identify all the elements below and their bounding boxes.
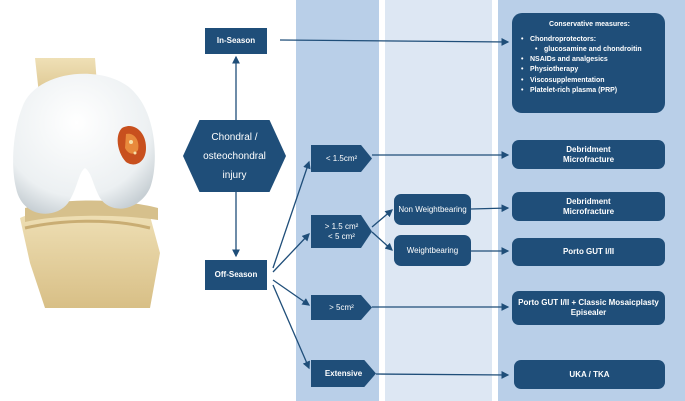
debridement-label: Debridment [566, 144, 611, 154]
size-extensive-label: Extensive [324, 368, 363, 378]
size-large-label: > 5cm² [329, 302, 354, 312]
injury-label-line-2: osteochondral [203, 150, 266, 162]
size-large-node: > 5cm² [311, 295, 372, 320]
conservative-item: Platelet-rich plasma (PRP) [520, 86, 659, 96]
debridement-label: Debridment [566, 196, 611, 206]
off-season-label: Off-Season [214, 270, 258, 279]
conservative-item: Physiotherapy [520, 65, 659, 75]
off-season-node: Off-Season [205, 260, 267, 290]
conservative-item: NSAIDs and analgesics [520, 55, 659, 65]
size-small-node: < 1.5cm² [311, 145, 372, 172]
column-band-size [296, 0, 379, 401]
chondral-injury-node: Chondral / osteochondral injury [183, 120, 286, 192]
porto-gut-label: Porto GUT I/II [562, 247, 615, 256]
weightbearing-node: Weightbearing [394, 235, 471, 266]
conservative-subitem: glucosamine and chondroitin [520, 45, 659, 55]
injury-label-line-1: Chondral / [211, 131, 258, 143]
uka-tka-box: UKA / TKA [514, 360, 665, 389]
non-weightbearing-label: Non Weightbearing [398, 204, 467, 214]
size-medium-label-line-1: > 1.5 cm² [324, 221, 359, 231]
debridement-microfracture-box-1: Debridment Microfracture [512, 140, 665, 169]
injury-label-line-3: injury [222, 169, 247, 181]
size-medium-node: > 1.5 cm² < 5 cm² [311, 215, 372, 248]
in-season-label: In-Season [216, 36, 256, 45]
size-small-label: < 1.5cm² [325, 153, 358, 163]
conservative-item: Chondroprotectors: [520, 35, 659, 45]
porto-gut-box: Porto GUT I/II [512, 238, 665, 266]
non-weightbearing-node: Non Weightbearing [394, 194, 471, 225]
in-season-node: In-Season [205, 28, 267, 54]
microfracture-label: Microfracture [562, 206, 615, 216]
conservative-item: Viscosupplementation [520, 76, 659, 86]
debridement-microfracture-box-2: Debridment Microfracture [512, 192, 665, 221]
size-extensive-node: Extensive [311, 360, 376, 387]
size-medium-label-line-2: < 5 cm² [328, 231, 355, 241]
porto-gut-mosaicplasty-box: Porto GUT I/II + Classic Mosaicplasty Ep… [512, 291, 665, 325]
uka-tka-label: UKA / TKA [569, 369, 610, 379]
conservative-title: Conservative measures: [549, 21, 630, 28]
conservative-list: Chondroprotectors: glucosamine and chond… [520, 35, 659, 96]
conservative-measures-box: Conservative measures: Chondroprotectors… [512, 13, 665, 113]
weightbearing-label: Weightbearing [406, 245, 459, 255]
microfracture-label: Microfracture [562, 154, 615, 164]
episealer-label: Episealer [570, 308, 607, 317]
porto-mosaic-label-line-1: Porto GUT I/II + Classic Mosaicplasty [518, 298, 659, 307]
knee-joint-illustration [13, 58, 160, 308]
